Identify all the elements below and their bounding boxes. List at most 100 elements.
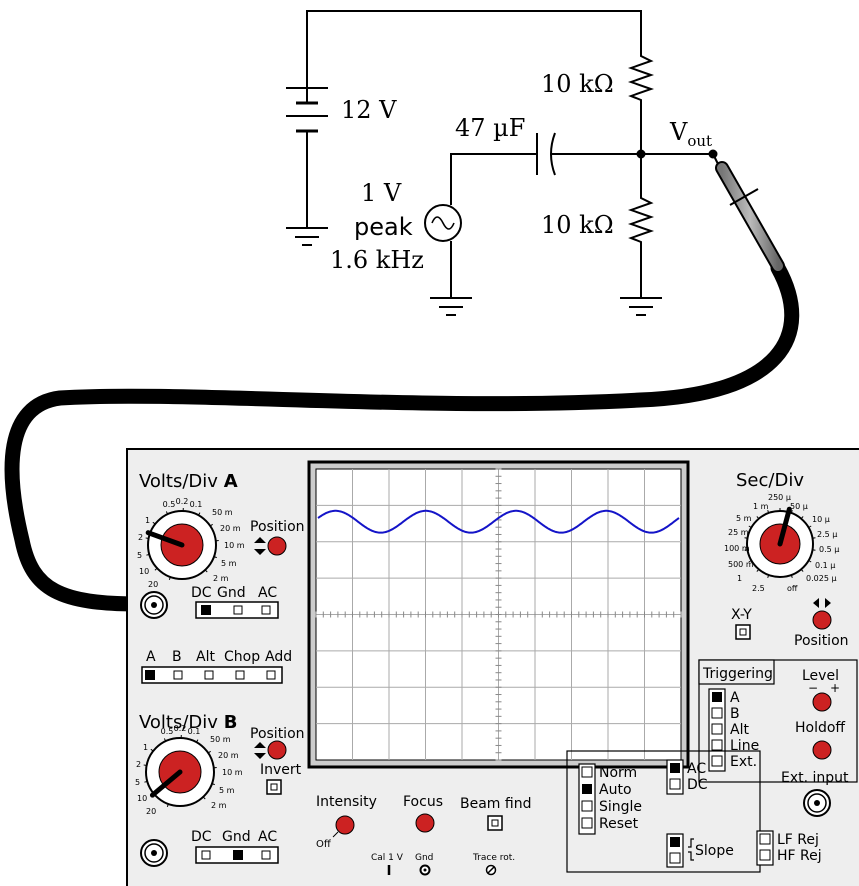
dial-pointer (145, 530, 185, 548)
dial-tick (202, 796, 206, 800)
switch-button[interactable] (711, 739, 723, 751)
switch-button[interactable] (235, 670, 245, 680)
switch-label: Line (730, 738, 759, 754)
switch-label: Gnd (217, 585, 246, 601)
switch-button-active[interactable] (233, 850, 243, 860)
holdoff-knob[interactable] (812, 740, 832, 760)
dial-scale-label: 2 (136, 760, 141, 769)
dial-scale-label: 10 m (224, 541, 245, 550)
switch-button-active[interactable] (145, 670, 155, 680)
bnc-input-b-icon[interactable] (140, 839, 168, 867)
switch-button[interactable] (711, 723, 723, 735)
horizontal-position-label: Position (794, 633, 849, 649)
switch-label: A (146, 649, 156, 665)
dial-pointer (777, 506, 792, 547)
switch-label: AC (687, 761, 706, 777)
ground-symbol-divider (620, 297, 662, 316)
switch-button-active[interactable] (670, 763, 680, 773)
switch-button[interactable] (759, 849, 771, 861)
switch-button-active[interactable] (712, 692, 722, 702)
horizontal-position-knob[interactable] (812, 610, 832, 630)
switch-button[interactable] (759, 833, 771, 845)
trace-rot-label: Trace rot. (472, 853, 515, 863)
capacitor-label: 47 µF (455, 114, 525, 142)
dial-scale-label: 1 (145, 516, 150, 525)
position-b-arrows-icon (254, 742, 266, 759)
slope-switch[interactable] (666, 833, 684, 868)
beam-find-button[interactable] (487, 815, 503, 831)
trace-rot-screw-icon[interactable] (485, 864, 497, 876)
switch-button[interactable] (201, 850, 211, 860)
sine-glyph-icon (431, 216, 455, 230)
volts-div-a-title: Volts/Div A (139, 471, 238, 492)
dial-scale-label: off (787, 584, 798, 593)
position-b-knob[interactable] (267, 740, 287, 760)
capacitor-plate-right (550, 132, 556, 176)
position-a-arrows-icon (254, 537, 266, 555)
dial-scale-label: 250 µ (768, 493, 791, 502)
top-wire (306, 10, 642, 88)
dial-scale-label: 0.1 (188, 727, 201, 736)
switch-button[interactable] (266, 670, 276, 680)
dial-tick (767, 510, 770, 514)
xy-button[interactable] (735, 624, 751, 640)
dial-scale-label: 500 m (728, 560, 754, 569)
dial-scale-label: 2 m (211, 801, 227, 810)
bnc-input-a-icon[interactable] (140, 591, 168, 619)
level-minus-label: − (808, 681, 818, 695)
dial-tick (800, 516, 804, 520)
intensity-knob[interactable] (335, 815, 355, 835)
position-a-knob[interactable] (267, 536, 287, 556)
switch-label: DC (687, 777, 708, 793)
focus-knob[interactable] (415, 813, 435, 833)
switch-button[interactable] (261, 850, 271, 860)
switch-button[interactable] (711, 755, 723, 767)
switch-button[interactable] (204, 670, 214, 680)
switch-button-active[interactable] (201, 605, 211, 615)
resistor-top-label: 10 kΩ (541, 70, 614, 98)
ground-symbol-battery (286, 227, 328, 246)
dial-scale-label: 20 m (218, 751, 239, 760)
switch-button[interactable] (581, 766, 593, 778)
switch-label: Alt (730, 722, 749, 738)
ext-input-bnc-icon[interactable] (803, 789, 831, 817)
switch-button[interactable] (669, 778, 681, 790)
dial-scale-label: 0.1 µ (815, 561, 835, 570)
resistor-bottom-label: 10 kΩ (541, 211, 614, 239)
dial-scale-label: 0.2 (174, 724, 187, 733)
switch-button[interactable] (233, 605, 243, 615)
switch-button[interactable] (581, 800, 593, 812)
switch-button[interactable] (261, 605, 271, 615)
dial-scale-label: 2 m (213, 574, 229, 583)
switch-button[interactable] (711, 707, 723, 719)
dial-tick (790, 510, 793, 514)
dial-scale-label: 50 m (210, 735, 231, 744)
waveform-trace (317, 509, 680, 534)
level-knob[interactable] (812, 692, 832, 712)
horizontal-position-arrows-icon (813, 598, 831, 608)
dial-scale-label: 5 m (736, 514, 752, 523)
source-wire (450, 153, 537, 205)
battery-voltage-label: 12 V (341, 96, 397, 124)
invert-button[interactable] (266, 779, 282, 795)
dial-scale-label: 0.5 µ (819, 545, 839, 554)
dial-tick (198, 512, 201, 516)
switch-button-active[interactable] (582, 784, 592, 794)
xy-label: X-Y (731, 607, 752, 623)
switch-label: AC (258, 585, 277, 601)
intensity-label: Intensity (316, 794, 377, 810)
dial-scale-label: 1 m (753, 502, 769, 511)
dial-tick (756, 516, 760, 520)
switch-button[interactable] (581, 817, 593, 829)
switch-button[interactable] (173, 670, 183, 680)
